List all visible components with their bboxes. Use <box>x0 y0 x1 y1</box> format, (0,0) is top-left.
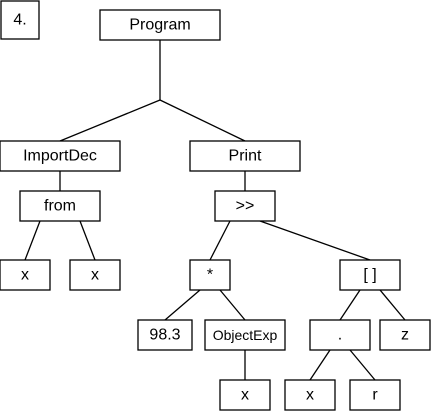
node-objexp-label: ObjectExp <box>213 327 278 343</box>
node-program-label: Program <box>129 17 190 34</box>
node-num: 98.3 <box>137 319 193 351</box>
problem-number: 4. <box>13 12 26 29</box>
edge-program-importdec <box>59 99 161 142</box>
node-x1-label: x <box>21 267 29 284</box>
edge-shift-index <box>259 220 371 261</box>
node-objexp: ObjectExp <box>204 319 286 351</box>
node-index-label: [ ] <box>363 267 376 284</box>
edge-mul-objexp <box>219 289 246 321</box>
edge-dot-x4 <box>309 349 331 381</box>
node-r: r <box>349 379 401 411</box>
edge-from-x1 <box>24 220 41 261</box>
node-print: Print <box>189 140 301 172</box>
node-x1: x <box>0 259 51 291</box>
node-z: z <box>379 319 431 351</box>
node-importdec: ImportDec <box>0 140 121 172</box>
node-dot: . <box>309 319 371 351</box>
node-x4-label: x <box>306 387 314 404</box>
node-program: Program <box>99 9 221 41</box>
edge-index-z <box>379 289 406 321</box>
edge-index-dot <box>339 289 361 321</box>
edge-mul-num <box>164 289 201 321</box>
edge-from-x2 <box>79 220 96 261</box>
edge-shift-mul <box>209 220 231 261</box>
node-from-label: from <box>44 198 76 215</box>
node-mul: * <box>189 259 231 291</box>
node-x2-label: x <box>91 267 99 284</box>
node-mul-label: * <box>207 267 213 284</box>
node-x3: x <box>219 379 271 411</box>
node-shift: >> <box>214 190 276 222</box>
edge-program-print <box>159 99 246 142</box>
node-shift-label: >> <box>236 198 255 215</box>
node-num-label: 98.3 <box>149 327 180 344</box>
node-dot-label: . <box>338 327 342 344</box>
node-z-label: z <box>401 327 409 344</box>
node-x2: x <box>69 259 121 291</box>
problem-number-box: 4. <box>0 0 40 40</box>
node-r-label: r <box>372 387 378 404</box>
node-print-label: Print <box>229 148 262 165</box>
node-from: from <box>19 190 101 222</box>
node-importdec-label: ImportDec <box>23 148 97 165</box>
edges-layer <box>24 40 406 381</box>
node-x4: x <box>284 379 336 411</box>
node-index: [ ] <box>339 259 401 291</box>
edge-dot-r <box>349 349 376 381</box>
node-x3-label: x <box>241 387 249 404</box>
